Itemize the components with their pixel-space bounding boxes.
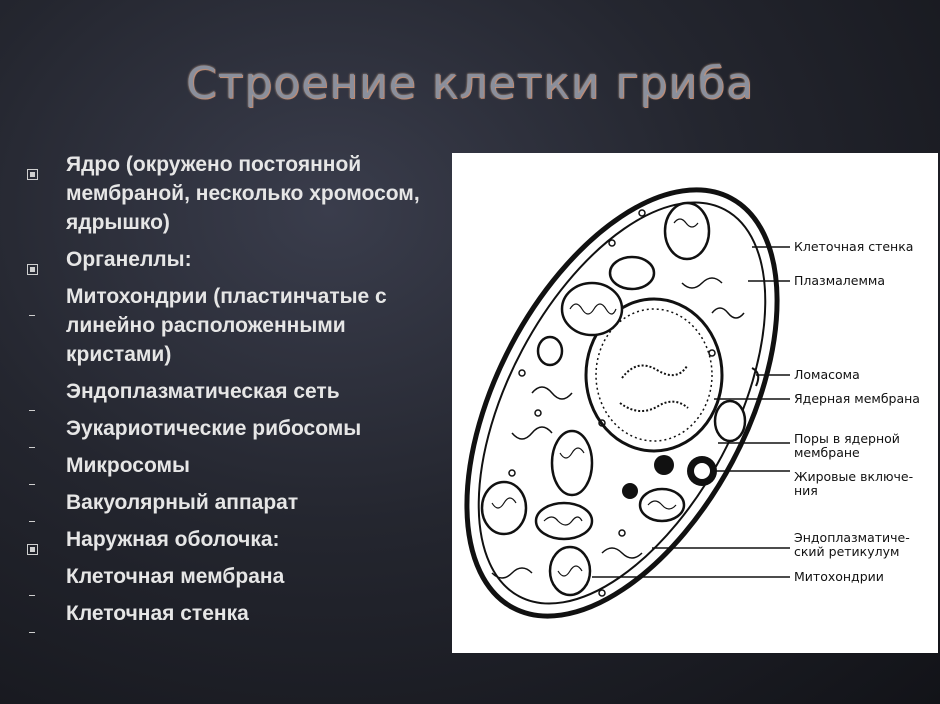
label-nuclear-pores-line2: мембране: [794, 445, 860, 460]
slide-title: Строение клетки гриба: [0, 58, 940, 109]
list-item: Эукариотические рибосомы: [22, 414, 452, 443]
label-mitochondria: Митохондрии: [794, 569, 884, 584]
dash-bullet-icon: [22, 454, 42, 483]
square-bullet-icon: [22, 153, 42, 182]
list-item: Органеллы:: [22, 245, 452, 274]
list-item: Митохондрии (пластинчатые с линейно расп…: [22, 282, 452, 369]
label-er-line1: Эндоплазматиче-: [794, 530, 910, 545]
dash-bullet-icon: [22, 602, 42, 631]
label-lipid-line1: Жировые включе-: [794, 469, 913, 484]
label-cell-wall: Клеточная стенка: [794, 239, 913, 254]
label-lomasome: Ломасома: [794, 367, 860, 382]
list-item: Ядро (окружено постоянной мембраной, нес…: [22, 150, 452, 237]
label-plasmalemma: Плазмалемма: [794, 273, 885, 288]
label-er-line2: ский ретикулум: [794, 544, 899, 559]
list-item: Клеточная стенка: [22, 599, 452, 628]
label-nuclear-pores-line1: Поры в ядерной: [794, 431, 900, 446]
square-bullet-icon: [22, 528, 42, 557]
cell-illustration: Клеточная стенка Плазмалемма Ломасома Яд…: [452, 153, 938, 653]
list-item: Микросомы: [22, 451, 452, 480]
label-nuclear-membrane: Ядерная мембрана: [794, 391, 920, 406]
square-bullet-icon: [22, 248, 42, 277]
dash-bullet-icon: [22, 491, 42, 520]
label-lipid-line2: ния: [794, 483, 818, 498]
list-item: Наружная оболочка:: [22, 525, 452, 554]
list-item: Клеточная мембрана: [22, 562, 452, 591]
list-item: Эндоплазматическая сеть: [22, 377, 452, 406]
fungal-cell-diagram: Клеточная стенка Плазмалемма Ломасома Яд…: [452, 153, 938, 653]
list-item: Вакуолярный аппарат: [22, 488, 452, 517]
dash-bullet-icon: [22, 285, 42, 314]
bullet-list: Ядро (окружено постоянной мембраной, нес…: [22, 150, 452, 636]
dash-bullet-icon: [22, 417, 42, 446]
dash-bullet-icon: [22, 380, 42, 409]
dash-bullet-icon: [22, 565, 42, 594]
